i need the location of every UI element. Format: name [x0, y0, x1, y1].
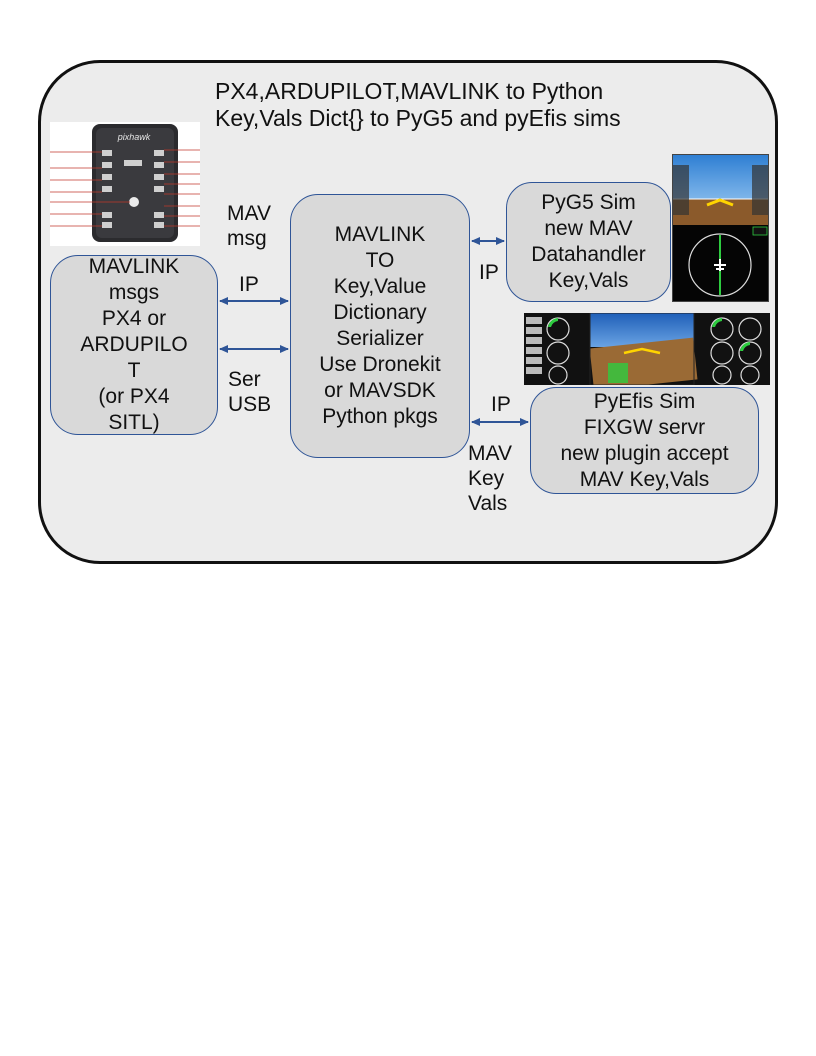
pyefis-sim-box: PyEfis Sim FIXGW servr new plugin accept… [530, 387, 759, 494]
box-line: PyEfis Sim [593, 389, 696, 413]
box-line: MAVLINK [334, 223, 426, 246]
efis-display-image [524, 313, 770, 385]
pyg5-sim-box: PyG5 Sim new MAV Datahandler Key,Vals [506, 182, 671, 302]
box-line: or MAVSDK [324, 379, 436, 402]
ser-usb-label: Ser USB [228, 368, 272, 416]
box-line: PyG5 Sim [541, 191, 636, 214]
title-line-2: Key,Vals Dict{} to PyG5 and pyEfis sims [215, 105, 621, 131]
flight-controller-box: MAVLINK msgs PX4 or ARDUPILO T (or PX4 S… [50, 255, 218, 435]
box-line: Key,Vals [548, 269, 629, 292]
mav-key-vals-label: MAV Key Vals [468, 442, 512, 515]
box-line: (or PX4 [98, 385, 170, 408]
title-line-1: PX4,ARDUPILOT,MAVLINK to Python [215, 78, 604, 104]
box-line: Python pkgs [322, 405, 438, 428]
box-line: SITL) [108, 411, 160, 434]
box-line: Key,Value [333, 275, 427, 298]
ip-left-label: IP [239, 273, 259, 296]
diagram-title: PX4,ARDUPILOT,MAVLINK to Python Key,Vals… [215, 78, 621, 132]
box-line: MAV Key,Vals [579, 467, 710, 491]
pixhawk-image: pixhawk [50, 122, 200, 246]
ip-efis-label: IP [491, 393, 511, 416]
box-line: new plugin accept [560, 441, 729, 465]
box-line: Datahandler [531, 243, 646, 266]
box-line: Use Dronekit [319, 353, 441, 376]
box-line: ARDUPILO [80, 333, 188, 356]
box-line: T [127, 359, 141, 382]
mav-msg-label: MAV msg [227, 202, 271, 250]
box-line: PX4 or [101, 307, 167, 330]
g5-display-image [672, 154, 769, 302]
box-line: FIXGW servr [583, 415, 706, 439]
box-line: Serializer [336, 327, 424, 350]
box-line: msgs [108, 281, 160, 304]
pixhawk-brand-text: pixhawk [117, 132, 151, 142]
box-line: new MAV [544, 217, 633, 240]
ip-g5-label: IP [479, 261, 499, 284]
converter-box: MAVLINK TO Key,Value Dictionary Serializ… [290, 194, 470, 458]
box-line: Dictionary [333, 301, 427, 324]
box-line: TO [365, 249, 395, 272]
box-line: MAVLINK [88, 255, 180, 278]
